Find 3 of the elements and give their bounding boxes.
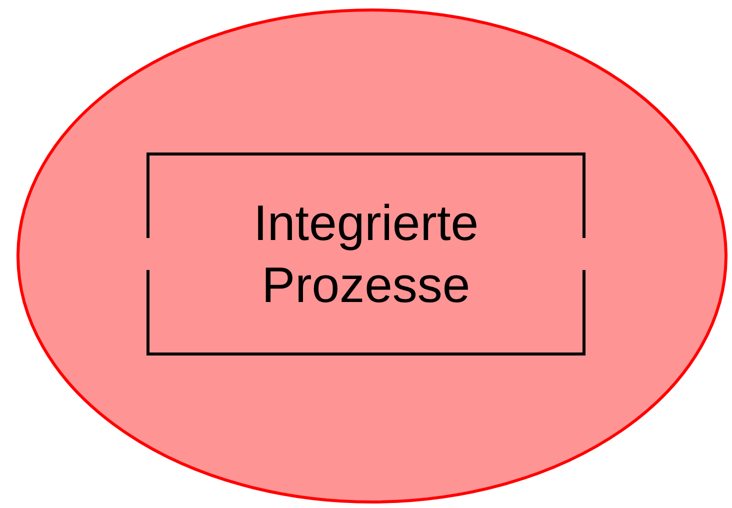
process-box [146,152,586,356]
ellipse-shape [16,8,728,504]
box-label: Integrierte Prozesse [252,194,480,315]
